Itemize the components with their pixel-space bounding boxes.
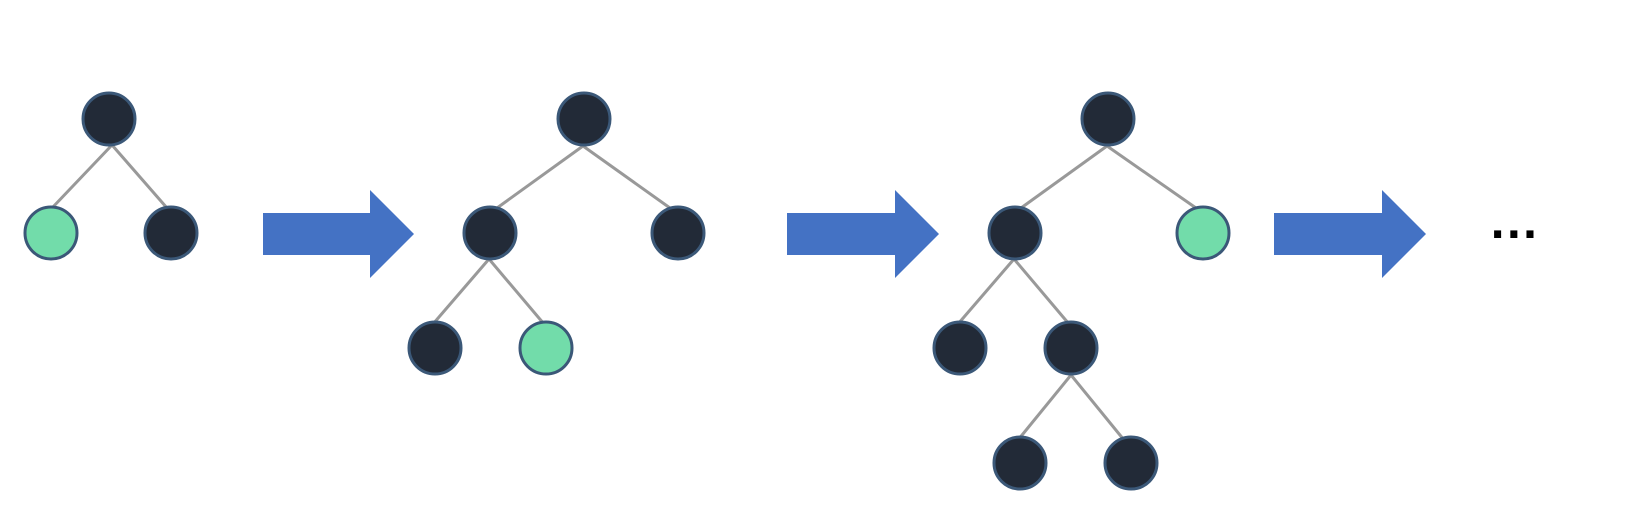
tree-edge bbox=[1016, 374, 1073, 441]
tree-node-root bbox=[556, 91, 612, 147]
tree-node-right bbox=[1175, 205, 1231, 261]
tree-stage-3 bbox=[932, 91, 1231, 491]
arrow-right-icon bbox=[263, 190, 414, 278]
tree-node-left-right bbox=[1043, 320, 1099, 376]
tree-node-left bbox=[462, 205, 518, 261]
tree-node-right bbox=[143, 205, 199, 261]
tree-edge bbox=[431, 258, 491, 325]
tree-edge bbox=[1106, 144, 1197, 210]
tree-node-left-right bbox=[518, 320, 574, 376]
tree-node-left bbox=[987, 205, 1043, 261]
arrow-right-icon bbox=[787, 190, 939, 278]
tree-edge bbox=[110, 144, 169, 209]
tree-node-root bbox=[1080, 91, 1136, 147]
tree-node-left bbox=[23, 205, 79, 261]
tree-node-left-left bbox=[407, 320, 463, 376]
tree-edge bbox=[956, 258, 1016, 325]
tree-edge bbox=[487, 258, 546, 325]
tree-node-left-left bbox=[932, 320, 988, 376]
tree-node-right bbox=[650, 205, 706, 261]
tree-edge bbox=[1012, 258, 1071, 325]
tree-edge bbox=[582, 144, 671, 210]
continuation-ellipsis: ... bbox=[1490, 202, 1539, 248]
tree-edge bbox=[1069, 374, 1126, 441]
tree-edge bbox=[1020, 144, 1108, 210]
tree-edge bbox=[496, 144, 584, 210]
tree-stage-2 bbox=[407, 91, 706, 376]
arrow-right-icon bbox=[1274, 190, 1426, 278]
tree-node-left-right-right bbox=[1103, 435, 1159, 491]
tree-node-left-right-left bbox=[992, 435, 1048, 491]
tree-stage-1 bbox=[23, 91, 199, 261]
tree-node-root bbox=[81, 91, 137, 147]
tree-edge bbox=[50, 143, 114, 210]
